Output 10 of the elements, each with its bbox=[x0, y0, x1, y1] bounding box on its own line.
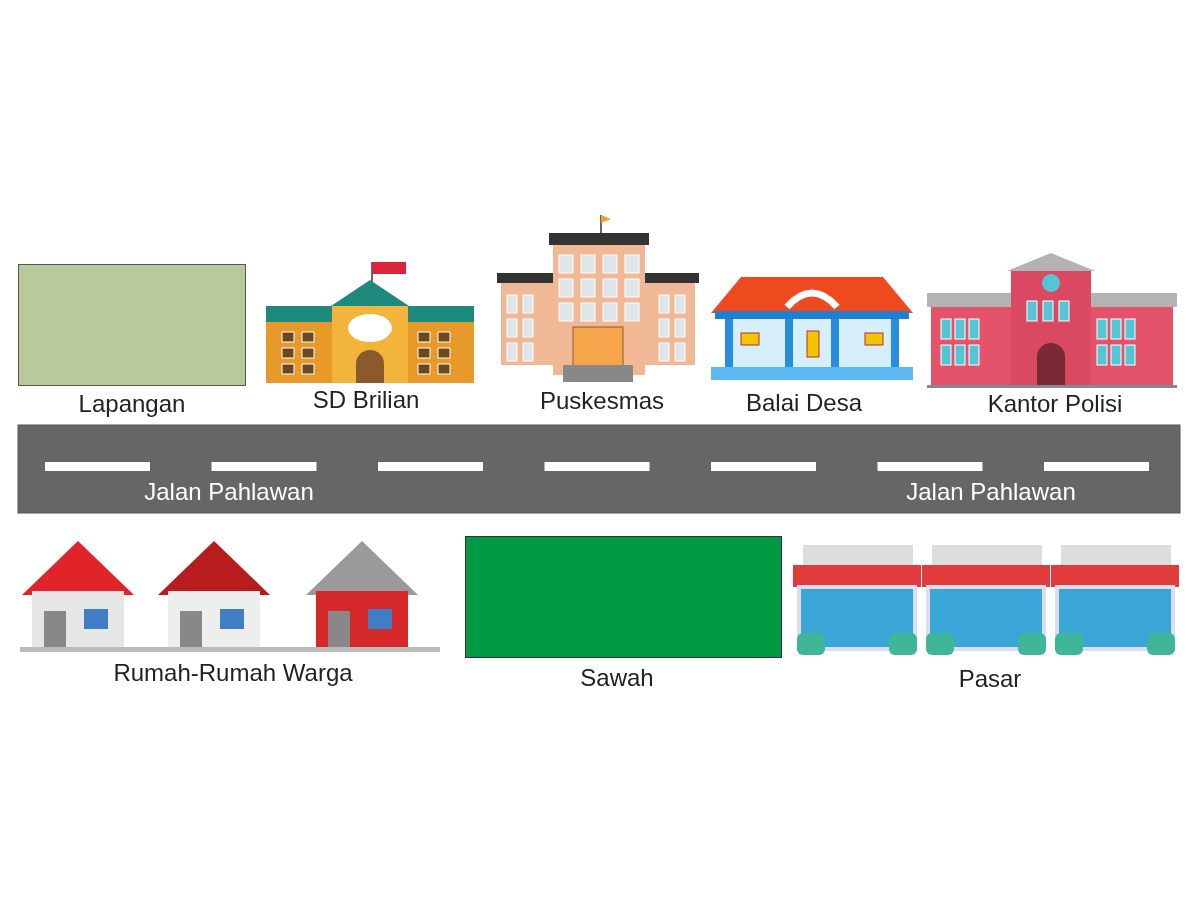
place-label: Sawah bbox=[580, 664, 654, 692]
place-label: Kantor Polisi bbox=[987, 390, 1123, 418]
place-label: Rumah-Rumah Warga bbox=[113, 659, 353, 687]
street-name: Jalan Pahlawan bbox=[144, 478, 314, 506]
place-label: Balai Desa bbox=[745, 389, 863, 417]
street-name: Jalan Pahlawan bbox=[906, 478, 1076, 506]
place-label: Pasar bbox=[958, 665, 1022, 693]
place-label: Puskesmas bbox=[540, 387, 664, 415]
place-label: Lapangan bbox=[78, 390, 186, 418]
place-label: SD Brilian bbox=[312, 386, 420, 414]
